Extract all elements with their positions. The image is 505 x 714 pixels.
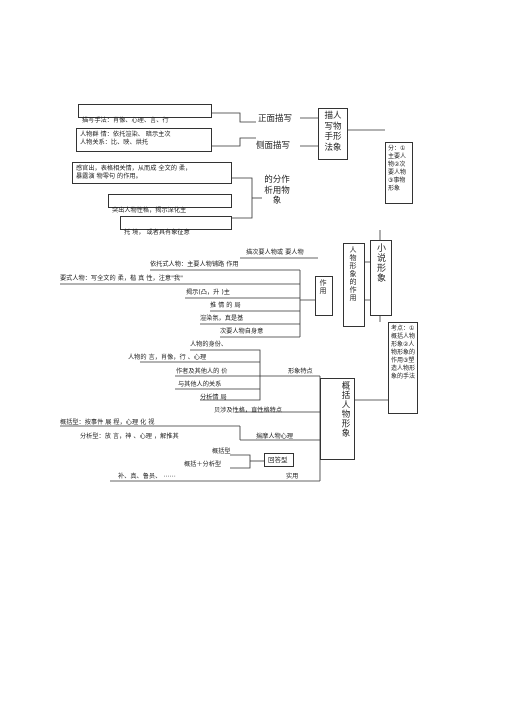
mid-line-1: 描次要人物或 要人物 [246, 249, 304, 256]
lower-line-5: 分析情 局 [200, 394, 227, 401]
lower-line-7: 概括型：按事件 展 程，心理 化 视 [60, 419, 155, 426]
front-description: 正面描写 [258, 114, 293, 124]
method-box: 描人写物手形法象 [318, 108, 348, 160]
lower-line-8b: 揣摩人物心理 [256, 433, 294, 440]
mid-line-3: 要式人物：写全文的 柔，楷 真 性，注意"我" [60, 275, 183, 282]
lower-line-2: 人物的 言，肖像，行 、心理 [128, 354, 207, 361]
mid-line-5: 推 情 的 局 [210, 302, 241, 309]
technique-box: 描写手法：肖像、心理、言、行 [78, 104, 212, 124]
analysis-box-3: 托 境， 或者具有象征意 [120, 216, 232, 236]
analysis-title: 的分作析用物象 [264, 175, 290, 206]
lower-line-10b: 实用 [286, 473, 299, 480]
analysis-text-1a: 感官出，表格相关情，从而成 全文的 柔， [76, 165, 192, 172]
mid-line-2: 依托式人物：主要人物铺路 作用 [150, 261, 239, 268]
lower-line-10: 补、真、鲁员、 ⋯⋯ [118, 473, 176, 480]
lower-line-9b: 概括＋分析型 [184, 461, 222, 468]
side-description: 侧面描写 [256, 141, 291, 151]
lower-line-9a: 概括型 [212, 448, 231, 455]
relation-text-1: 人物群 情：依托渲染、 暗示主次 [80, 131, 171, 138]
lower-line-6: 贝涉及性格，直性格特点 [214, 407, 283, 414]
relation-box: 人物群 情：依托渲染、 暗示主次 人物关系：比、映、烘托 [76, 128, 212, 152]
mid-line-7: 次要人物自身意 [220, 328, 264, 335]
lower-line-3: 作者及其他人的 价 [176, 368, 228, 375]
lower-line-4: 与其他人的关系 [178, 381, 222, 388]
lower-line-1: 人物的身份、 [190, 341, 228, 348]
answer-type-box: 回答型 [264, 453, 294, 467]
technique-text: 描写手法：肖像、心理、言、行 [82, 117, 169, 124]
analysis-text-1b: 暴露演 物零句 的作用。 [76, 173, 142, 180]
lower-line-3b: 形象特点 [288, 368, 313, 375]
fen-box: 分：①主要人物②次要人物③事物形象 [385, 142, 413, 204]
summarize-box: 概括人物形象 [320, 378, 355, 460]
character-role-box: 人物形象的作用 [343, 243, 365, 327]
novel-image-box: 小说形象 [370, 240, 392, 316]
analysis-box-2: 突出人物性格，揭示深化主 [108, 194, 232, 214]
kaodian-box: 考点：①概括人物形象②人物形象的作用③塑造人物形象的手法 [388, 322, 418, 414]
analysis-text-3: 托 境， 或者具有象征意 [124, 229, 190, 236]
mid-line-4: 揭示(凸，升 )主 [186, 289, 230, 296]
relation-text-2: 人物关系：比、映、烘托 [80, 139, 149, 146]
mid-line-6: 渲染氛，真是基 [200, 315, 244, 322]
zuoyong-box: 作用 [315, 276, 333, 316]
analysis-text-2: 突出人物性格，揭示深化主 [112, 207, 187, 214]
analysis-box-1: 感官出，表格相关情，从而成 全文的 柔， 暴露演 物零句 的作用。 [72, 162, 232, 184]
lower-line-8: 分析型：放 言，神 、心理 ，解推其 [80, 433, 179, 440]
